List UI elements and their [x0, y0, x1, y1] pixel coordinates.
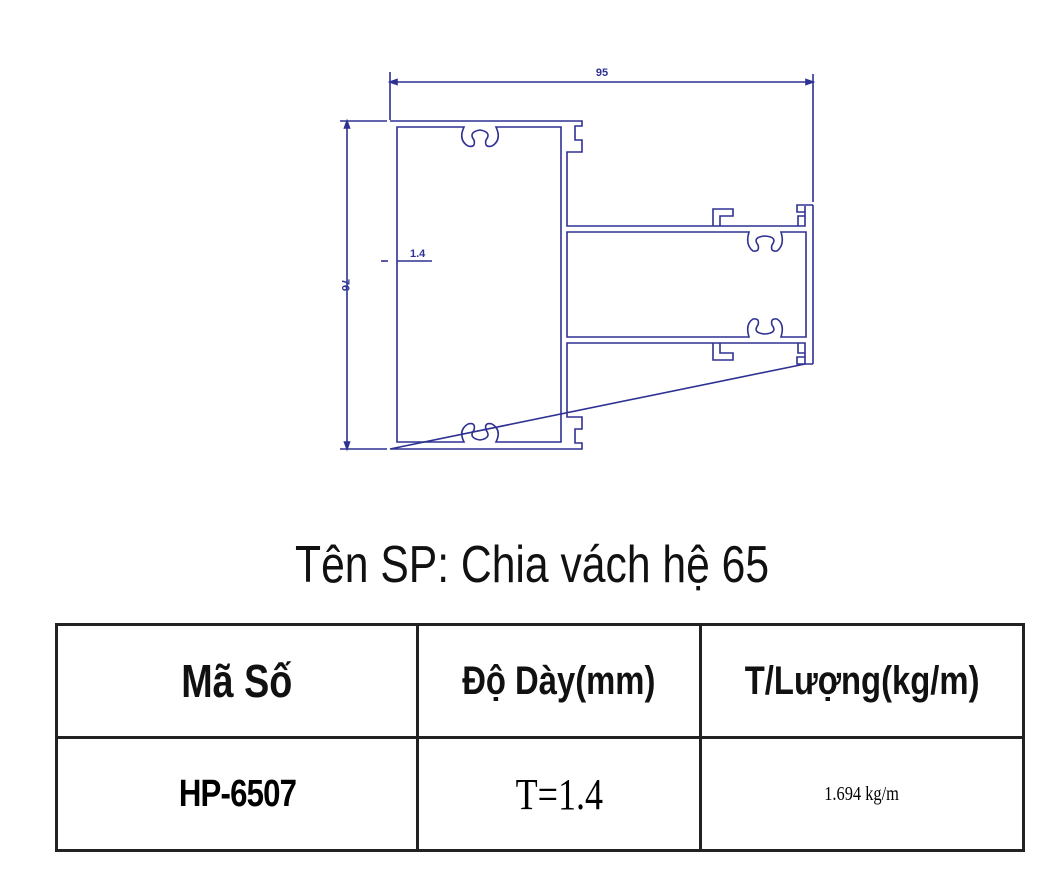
- profile-inner-left: [396, 126, 562, 443]
- dim-thickness-label: 1.4: [410, 248, 426, 260]
- header-weight: T/Lượng(kg/m): [699, 623, 1025, 739]
- width-dimension: [387, 72, 816, 202]
- cell-weight-text: 1.694 kg/m: [824, 782, 900, 805]
- profile-outer-left: [389, 120, 814, 450]
- table-row: HP-6507 T=1.4 1.694 kg/m: [55, 736, 1025, 852]
- header-code: Mã Số: [55, 623, 419, 739]
- profile-cross-section-drawing: 95 76 1.4: [339, 67, 816, 452]
- height-dimension: [340, 118, 387, 452]
- dim-height-label: 76: [339, 279, 351, 291]
- product-title: Tên SP: Chia vách hệ 65: [0, 535, 1064, 595]
- dim-width-label: 95: [596, 67, 608, 79]
- product-title-text: Tên SP: Chia vách hệ 65: [294, 536, 770, 594]
- header-thickness-text: Độ Dày(mm): [462, 658, 656, 703]
- header-weight-text: T/Lượng(kg/m): [744, 658, 980, 703]
- cell-code: HP-6507: [55, 736, 419, 852]
- cell-weight: 1.694 kg/m: [699, 736, 1025, 852]
- profile-inner-right: [566, 231, 807, 338]
- cell-thickness: T=1.4: [416, 736, 702, 852]
- cell-code-text: HP-6507: [178, 772, 296, 815]
- spec-table: Mã Số Độ Dày(mm) T/Lượng(kg/m) HP-6507 T…: [55, 623, 1025, 852]
- cell-thickness-text: T=1.4: [515, 769, 603, 819]
- header-thickness: Độ Dày(mm): [416, 623, 702, 739]
- table-header-row: Mã Số Độ Dày(mm) T/Lượng(kg/m): [55, 623, 1025, 739]
- header-code-text: Mã Số: [181, 655, 293, 707]
